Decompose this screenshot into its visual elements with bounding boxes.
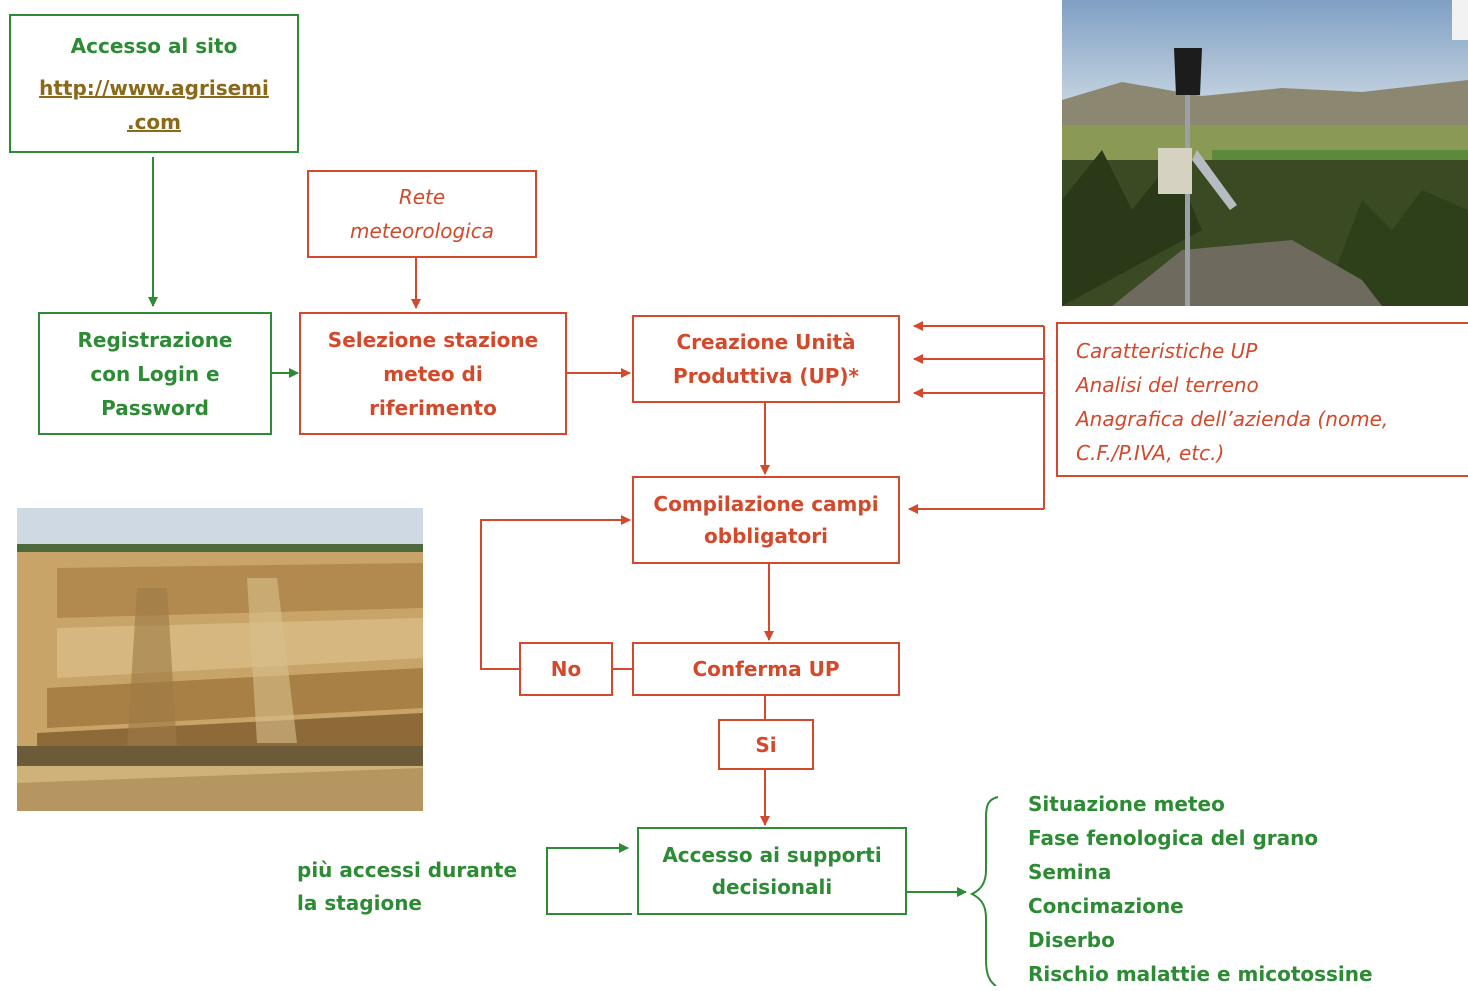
weather-network-box: Rete meteorologica: [307, 170, 537, 258]
registration-box: Registrazione con Login e Password: [38, 312, 272, 435]
up-feature-item: Anagrafica dell’azienda (nome,: [1076, 407, 1389, 431]
up-feature-item: C.F./P.IVA, etc.): [1076, 441, 1225, 465]
registration-line-1: Registrazione: [77, 327, 233, 352]
station-selection-line-2: meteo di: [383, 361, 483, 386]
station-selection-line-3: riferimento: [369, 395, 497, 420]
weather-network-line-1: Rete: [398, 185, 446, 209]
confirm-up-label: Conferma UP: [692, 657, 840, 681]
decision-support-line-1: Accesso ai supporti: [662, 843, 882, 867]
create-up-line-1: Creazione Unità: [676, 330, 856, 354]
output-item: Diserbo: [1028, 928, 1115, 952]
site-access-title: Accesso al sito: [70, 33, 238, 58]
output-item: Fase fenologica del grano: [1028, 826, 1319, 850]
mandatory-fields-line-1: Compilazione campi: [653, 492, 879, 516]
mandatory-fields-box: Compilazione campi obbligatori: [632, 476, 900, 564]
site-url-link-suffix[interactable]: .com: [126, 109, 182, 134]
weather-network-line-2: meteorologica: [350, 219, 494, 243]
decision-support-line-2: decisionali: [711, 875, 833, 899]
up-feature-item: Caratteristiche UP: [1076, 339, 1258, 363]
station-selection-box: Selezione stazione meteo di riferimento: [299, 312, 567, 435]
station-selection-line-1: Selezione stazione: [327, 327, 539, 352]
up-features-box: Caratteristiche UP Analisi del terreno A…: [1056, 322, 1468, 477]
no-label: No: [550, 657, 582, 681]
output-item: Situazione meteo: [1028, 792, 1225, 816]
site-url-link[interactable]: http://www.agrisemi: [39, 75, 269, 100]
registration-line-3: Password: [101, 395, 209, 420]
wheat-field-photo: [17, 508, 423, 811]
decision-outputs-list: Situazione meteo Fase fenologica del gra…: [1028, 787, 1373, 991]
weather-station-photo: [1062, 0, 1468, 306]
confirm-up-box: Conferma UP: [632, 642, 900, 696]
repeat-note-line-2: la stagione: [297, 891, 422, 915]
yes-label: Si: [755, 732, 777, 757]
mandatory-fields-line-2: obbligatori: [704, 524, 828, 548]
up-feature-item: Analisi del terreno: [1076, 373, 1259, 397]
repeat-note-line-1: più accessi durante: [297, 858, 518, 882]
site-access-box: Accesso al sito http://www.agrisemi .com: [9, 14, 299, 153]
repeat-access-note: più accessi durante la stagione: [297, 854, 517, 920]
create-up-box: Creazione Unità Produttiva (UP)*: [632, 315, 900, 403]
no-box: No: [519, 642, 613, 696]
registration-line-2: con Login e: [90, 361, 220, 386]
decision-support-box: Accesso ai supporti decisionali: [637, 827, 907, 915]
create-up-line-2: Produttiva (UP)*: [673, 364, 859, 388]
output-item: Rischio malattie e micotossine: [1028, 962, 1373, 986]
yes-box: Si: [718, 719, 814, 770]
output-item: Semina: [1028, 860, 1112, 884]
output-item: Concimazione: [1028, 894, 1184, 918]
